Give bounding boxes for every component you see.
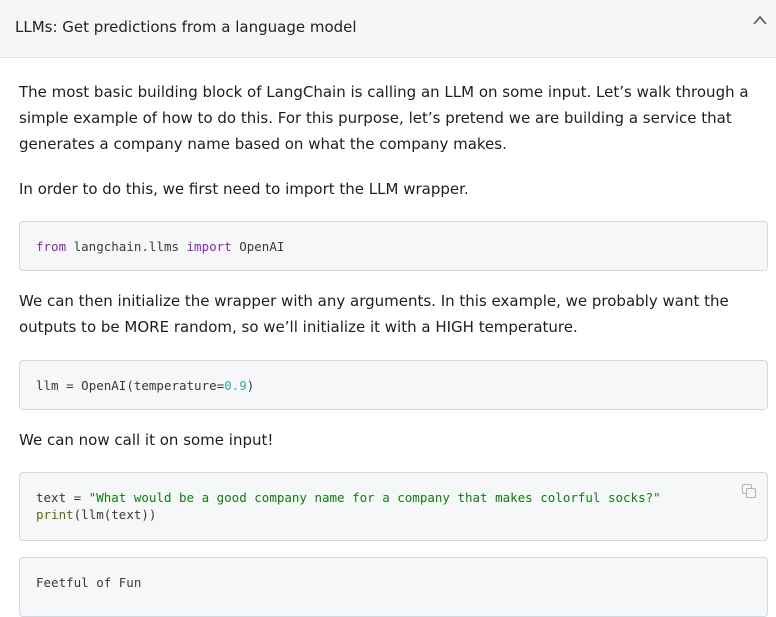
call-paragraph: We can now call it on some input!	[19, 431, 274, 449]
operator-eq2: =	[216, 378, 225, 393]
temperature-value: 0.9	[224, 378, 247, 393]
prompt-string: "What would be a good company name for a…	[81, 490, 661, 505]
code-block-call: text = "What would be a good company nam…	[19, 472, 768, 541]
print-args: (llm(text))	[73, 507, 157, 522]
operator-eq: =	[73, 490, 82, 505]
initialize-paragraph: We can then initialize the wrapper with …	[19, 292, 729, 336]
keyword-from: from	[36, 239, 67, 254]
close-paren: )	[246, 378, 255, 393]
output-text: Feetful of Fun	[36, 575, 142, 590]
chevron-up-icon[interactable]	[752, 14, 768, 26]
openai-call: OpenAI(temperature	[73, 378, 217, 393]
section-title: LLMs: Get predictions from a language mo…	[15, 18, 357, 36]
print-function: print	[36, 507, 74, 522]
code-block-import: from langchain.llms import OpenAI	[19, 221, 768, 271]
operator-eq: =	[66, 378, 74, 393]
copy-icon[interactable]	[741, 483, 757, 499]
code-block-init: llm = OpenAI(temperature=0.9)	[19, 360, 768, 410]
module-name: langchain.llms	[66, 239, 187, 254]
var-text: text	[36, 490, 74, 505]
var-llm: llm	[36, 378, 67, 393]
import-paragraph: In order to do this, we first need to im…	[19, 180, 469, 198]
code-block-output: Feetful of Fun	[19, 557, 768, 617]
intro-paragraph: The most basic building block of LangCha…	[19, 83, 749, 153]
collapsible-header[interactable]: LLMs: Get predictions from a language mo…	[0, 0, 776, 58]
class-name: OpenAI	[231, 239, 285, 254]
keyword-import: import	[186, 239, 232, 254]
